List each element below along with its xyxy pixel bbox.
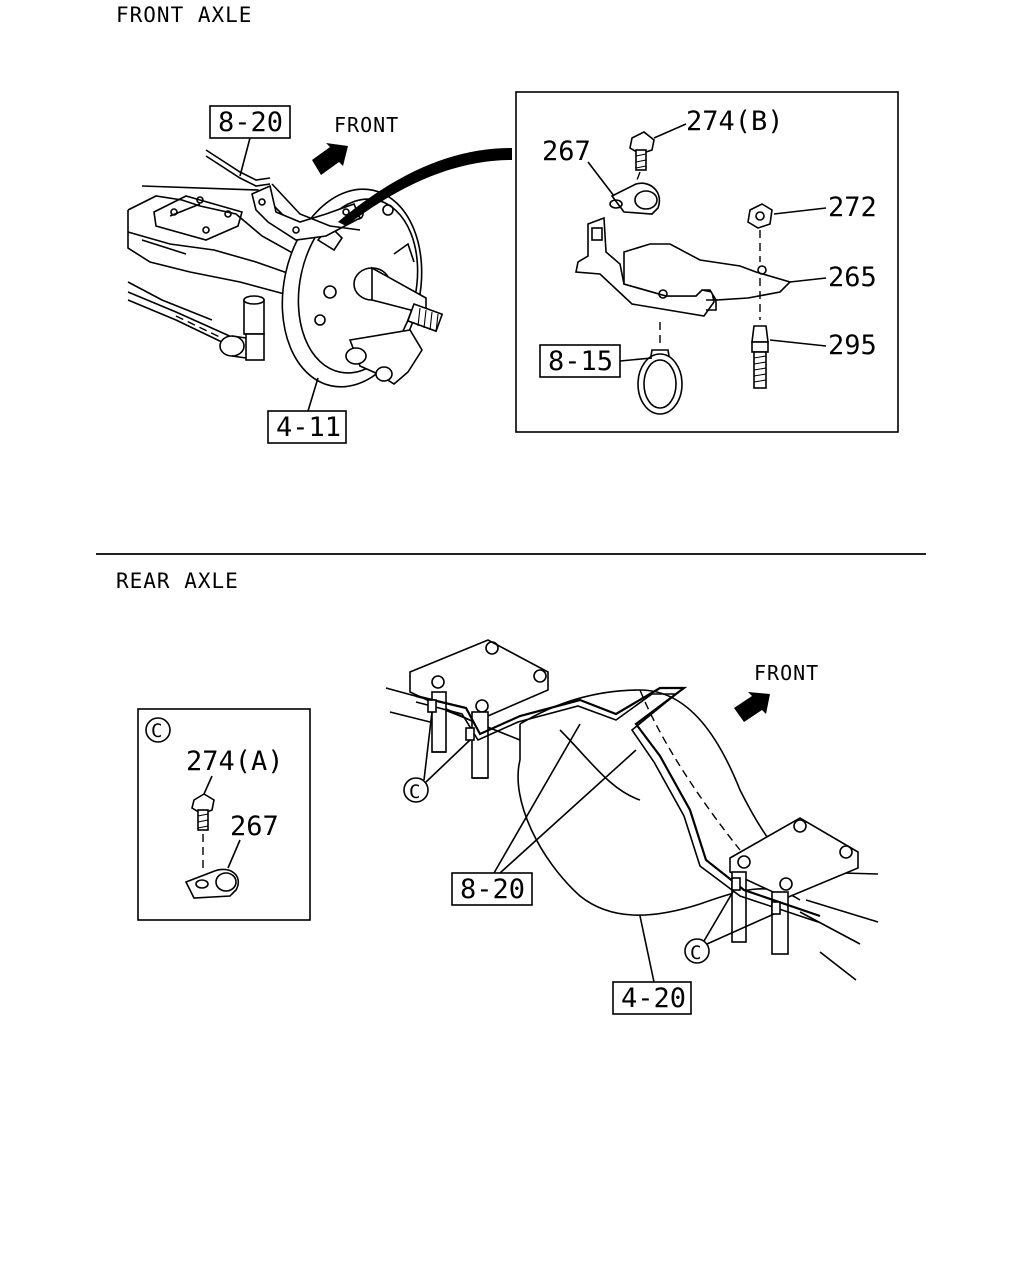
- clip-clamp-leader: [227, 839, 241, 869]
- rear-axle-drawing: [385, 639, 879, 981]
- clip-detail-marker-label: C: [151, 720, 162, 742]
- front-direction-label: FRONT: [334, 113, 399, 137]
- detail-nut-label: 272: [828, 192, 877, 223]
- detail-stud-leader: [769, 339, 827, 347]
- detail-pointer-arc: [338, 148, 512, 226]
- clip-detail-marker: C: [145, 717, 171, 743]
- detail-clip-callout-label: 8-15: [548, 346, 613, 377]
- front-axle-title: FRONT AXLE: [116, 3, 252, 27]
- detail-inset-drawing: [575, 131, 792, 415]
- clip-bolt-label: 274(A): [186, 746, 284, 777]
- clip-clamp-label: 267: [230, 811, 279, 842]
- rear-clip-marker-left: C: [403, 711, 471, 803]
- rear-clip-marker-left-label: C: [409, 781, 420, 803]
- front-direction-arrow-icon: [312, 143, 348, 175]
- front-axle-callout: 4-11: [267, 377, 347, 444]
- rear-clip-marker-right: C: [684, 889, 775, 964]
- detail-clip-callout: 8-15: [539, 344, 653, 378]
- detail-bolt-label: 274(B): [686, 106, 784, 137]
- rear-axle-callout-label: 4-20: [621, 983, 686, 1014]
- rear-front-direction-arrow-icon: [734, 692, 770, 722]
- detail-clamp-label: 267: [542, 136, 591, 167]
- front-pipe-callout: 8-20: [209, 105, 291, 177]
- detail-clamp-leader: [587, 161, 615, 197]
- clip-detail-drawing: [184, 793, 239, 899]
- clip-bolt-leader: [203, 775, 213, 795]
- rear-axle-callout: 4-20: [612, 915, 692, 1015]
- detail-bracket-leader: [789, 277, 827, 283]
- rear-axle-title: REAR AXLE: [116, 569, 239, 593]
- front-axle-callout-label: 4-11: [276, 412, 341, 443]
- detail-bracket-label: 265: [828, 262, 877, 293]
- rear-clip-marker-right-label: C: [690, 942, 701, 964]
- detail-bolt-leader: [653, 123, 687, 139]
- rear-pipe-callout: 8-20: [451, 723, 637, 906]
- detail-nut-leader: [773, 207, 827, 215]
- rear-pipe-callout-label: 8-20: [460, 874, 525, 905]
- rear-front-direction-label: FRONT: [754, 661, 819, 685]
- detail-stud-label: 295: [828, 330, 877, 361]
- front-pipe-callout-label: 8-20: [218, 107, 283, 138]
